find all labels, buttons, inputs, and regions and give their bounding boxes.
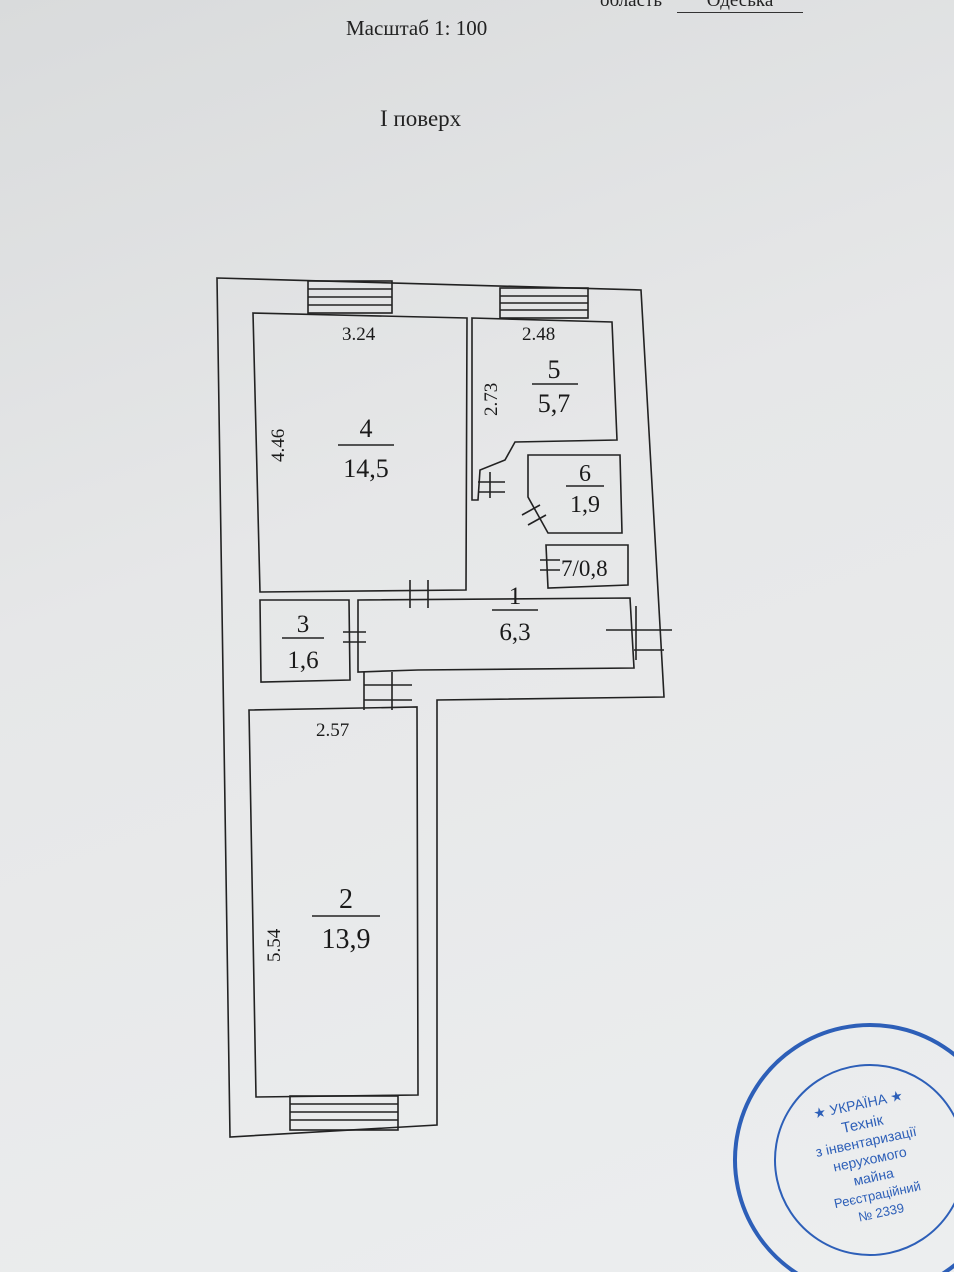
room-1-number: 1 (509, 583, 522, 610)
room-2-width: 2.57 (316, 720, 349, 741)
room-5-number: 5 (548, 355, 561, 384)
window-room-5 (499, 287, 589, 319)
room-7-outline (545, 544, 629, 589)
room-4-area: 14,5 (343, 454, 389, 483)
official-stamp: ★ УКРАЇНА ★ Технік з інвентаризації неру… (733, 1023, 954, 1272)
room-2-area: 13,9 (322, 924, 371, 955)
room-4-width: 3.24 (342, 324, 376, 345)
room-5-area: 5,7 (538, 389, 571, 418)
room-5-length: 2.73 (481, 383, 502, 416)
scale-label: Масштаб 1: 100 (346, 16, 488, 40)
room-3-number: 3 (297, 611, 310, 638)
room-7-label: 7/0,8 (561, 556, 608, 581)
room-2-number: 2 (339, 884, 353, 915)
region-value: Одеська (676, 0, 804, 13)
room-4-outline (252, 312, 468, 593)
door-marks (343, 472, 672, 710)
room-5-outline (471, 317, 618, 501)
window-room-2 (289, 1095, 399, 1131)
room-2-length: 5.54 (264, 928, 285, 962)
window-room-4 (307, 280, 393, 314)
room-1-outline (357, 597, 635, 673)
room-1-area: 6,3 (499, 619, 530, 646)
room-6-area: 1,9 (570, 492, 600, 518)
floor-title: I поверх (380, 106, 462, 131)
room-4-length: 4.46 (268, 429, 289, 462)
region-line: область Одеська (600, 0, 804, 13)
room-6-number: 6 (579, 461, 591, 487)
room-4-number: 4 (360, 414, 373, 443)
room-2-outline (248, 706, 419, 1098)
room-5-width: 2.48 (522, 324, 555, 345)
room-6-outline (527, 454, 623, 534)
room-3-outline (259, 599, 351, 683)
outer-wall (216, 277, 665, 1138)
region-label: область (600, 0, 663, 11)
room-3-area: 1,6 (287, 647, 318, 674)
